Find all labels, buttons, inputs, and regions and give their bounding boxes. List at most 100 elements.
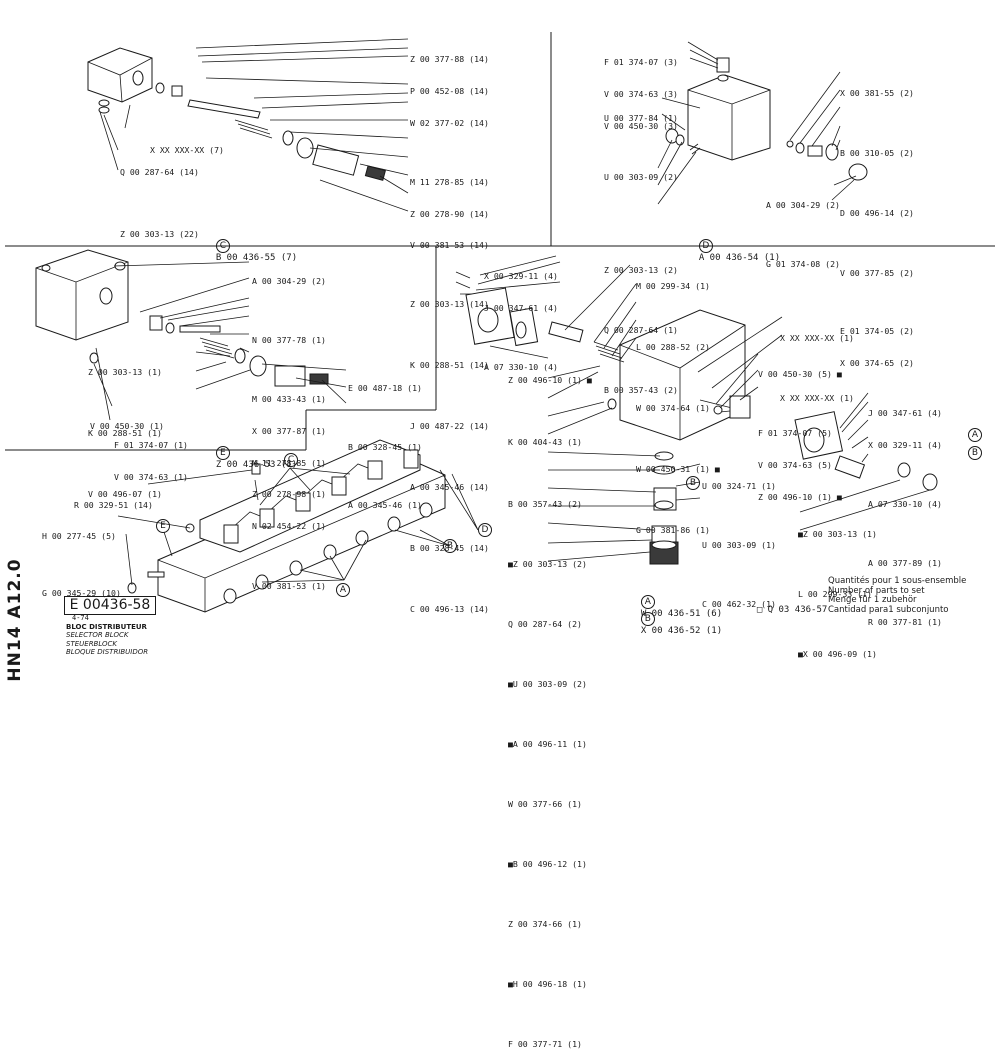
part-label: Q 00 287-64 (14) xyxy=(120,167,199,178)
part-label: V 00 496-07 (1) xyxy=(88,489,162,500)
part-label: B 00 310-05 (2) xyxy=(840,148,914,159)
part-label: A 00 345-46 (14) xyxy=(410,482,489,493)
part-label: L 00 299-33 (1) xyxy=(798,589,872,600)
part-label: V 00 381-53 (14) xyxy=(410,240,489,251)
part-label: N 00 377-78 (1) xyxy=(252,335,326,346)
quantity-note: Quantités pour 1 sous-ensemble Number of… xyxy=(828,576,967,615)
part-label: ■B 00 496-12 (1) xyxy=(508,858,587,869)
part-label: B 00 357-43 (2) xyxy=(604,385,678,396)
panel-ab-parts-right: X XX XXX-XX (1) X XX XXX-XX (1) xyxy=(780,312,854,414)
part-label: V 00 374-63 (3) xyxy=(604,88,678,99)
part-label: B 00 357-43 (2) xyxy=(508,499,582,510)
main-callout-a-wrap: A xyxy=(336,583,350,597)
part-label: K 00 288-51 (14) xyxy=(410,360,489,371)
part-label: A 07 330-10 (4) xyxy=(868,498,942,509)
part-label: X 00 377-87 (1) xyxy=(252,425,326,436)
part-label: A 00 377-89 (1) xyxy=(868,557,942,568)
part-label: Z 00 377-88 (14) xyxy=(410,54,489,65)
main-callout-c: C xyxy=(284,453,298,467)
part-label: A 00 304-29 (2) xyxy=(252,276,326,287)
part-label: Z 00 496-10 (1) ■ xyxy=(508,375,592,386)
part-label: U 00 303-09 (1) xyxy=(702,540,776,551)
panel-ab-parts-lower-2: ■Z 00 303-13 (1) L 00 299-33 (1) ■X 00 4… xyxy=(798,508,877,670)
callout-d: D xyxy=(698,239,713,253)
description-line: STEUERBLOCK xyxy=(66,639,118,648)
part-label: X 00 374-65 (2) xyxy=(840,357,914,368)
panel-c-drawing xyxy=(87,38,409,212)
part-label: C 00 462-32 (1) xyxy=(702,599,776,610)
part-label: X XX XXX-XX (7) xyxy=(150,145,224,156)
part-label: Z 00 374-66 (1) xyxy=(508,918,582,929)
part-label: X 00 329-11 (4) xyxy=(868,439,942,450)
legend-b-letter: B xyxy=(640,612,655,626)
ratio: 4-74 xyxy=(72,614,89,622)
panel-e-parts-left-2: V 00 450-30 (1) xyxy=(90,400,164,472)
main-callout-a: A xyxy=(336,583,350,597)
ab-callout-a-wrap: A xyxy=(968,428,982,442)
legend-q-text: □ Q 03 436-57 xyxy=(756,605,828,615)
doc-number: E 00436-58 xyxy=(69,597,151,613)
part-label: ■Z 00 303-13 (1) xyxy=(798,529,877,540)
panel-d-parts-lower: A 00 304-29 (2) G 01 374-08 (2) xyxy=(766,179,840,280)
panel-ab-drawing xyxy=(455,255,938,565)
part-label: R 00 329-51 (14) xyxy=(74,500,153,511)
panel-e-parts-left: Z 00 303-13 (1) K 00 288-51 (1) V 00 496… xyxy=(88,346,162,538)
panel-d-parts-left: U 00 377-84 (1) U 00 303-09 (2) Z 00 303… xyxy=(604,92,678,406)
main-callout-e-wrap: E xyxy=(156,519,170,533)
panel-e-parts-left-3: F 01 374-07 (1) V 00 374-63 (1) xyxy=(114,419,188,493)
part-label: K 00 404-43 (1) xyxy=(508,437,582,448)
quantity-note-line: Quantités pour 1 sous-ensemble xyxy=(828,576,967,586)
panel-ab-parts-right-2: V 00 450-30 (5) ■ F 01 374-07 (5) V 00 3… xyxy=(758,348,842,513)
part-label: R 00 377-81 (1) xyxy=(868,616,942,627)
part-label: V 00 450-30 (5) ■ xyxy=(758,369,842,380)
part-label: E 00 487-18 (1) xyxy=(348,383,422,394)
part-label: Z 00 496-10 (1) ■ xyxy=(758,491,842,502)
part-label: Z 00 303-13 (2) xyxy=(604,265,678,276)
panel-e-parts-far-right: E 00 487-18 (1) B 00 328-45 (1) A 00 345… xyxy=(348,362,422,521)
part-label: Z 00 278-90 (14) xyxy=(410,208,489,219)
part-label: X XX XXX-XX (1) xyxy=(780,393,854,404)
panel-ab-parts-top-left: X 00 329-11 (4) J 00 347-61 (4) A 07 330… xyxy=(484,250,558,383)
part-label: V 00 450-30 (1) xyxy=(90,421,164,432)
part-label: W 00 450-31 (1) ■ xyxy=(636,464,720,475)
panel-ab-parts-far-right: J 00 347-61 (4) X 00 329-11 (4) A 07 330… xyxy=(868,387,942,638)
callout-c: C xyxy=(215,239,230,253)
legend-q: □ Q 03 436-57 xyxy=(746,595,827,615)
panel-ab-parts-mid: M 00 299-34 (1) L 00 288-52 (2) W 00 374… xyxy=(636,260,720,546)
main-callout-b: B xyxy=(443,539,457,553)
main-callout-e: E xyxy=(156,519,170,533)
part-label: Z 00 303-13 (1) xyxy=(88,367,162,378)
part-label: X 00 329-11 (4) xyxy=(484,271,558,282)
part-label: K 00 288-51 (1) xyxy=(88,428,162,439)
main-callout-c-wrap: C xyxy=(284,453,298,467)
main-callout-b-wrap: B xyxy=(443,539,457,553)
legend-b: B X 00 436-52 (1) xyxy=(630,602,722,636)
part-label: Q 00 287-64 (1) xyxy=(604,325,678,336)
main-callout-d: D xyxy=(478,523,492,537)
part-label: ■H 00 496-18 (1) xyxy=(508,978,587,989)
quantity-note-line: Number of parts to set xyxy=(828,585,925,596)
part-label: V 00 377-85 (2) xyxy=(840,268,914,279)
panel-d-drawing xyxy=(657,41,868,205)
part-label: Z 00 278-98 (1) xyxy=(252,489,326,500)
part-label: Q 00 287-64 (2) xyxy=(508,619,582,630)
part-label: X XX XXX-XX (1) xyxy=(780,333,854,344)
panel-e-parts-right: A 00 304-29 (2) N 00 377-78 (1) M 00 433… xyxy=(252,255,326,602)
ratio-text: 4-74 xyxy=(72,614,89,622)
side-code-text: HN14 A12.0 xyxy=(5,558,25,682)
part-label: G 00 345-29 (10) xyxy=(42,588,121,599)
legend-b-text: X 00 436-52 (1) xyxy=(640,626,723,636)
part-label: V 00 374-63 (5) xyxy=(758,459,832,470)
ab-callout-b-wrap: B xyxy=(968,446,982,460)
description-line: BLOC DISTRIBUTEUR xyxy=(66,623,147,631)
diagram-canvas xyxy=(5,32,995,613)
part-label: B 00 328-45 (1) xyxy=(348,442,422,453)
lower-callout-b-wrap: B xyxy=(686,476,700,490)
panel-d-caption: D A 00 436-54 (1) xyxy=(688,229,780,263)
part-label: J 00 347-61 (4) xyxy=(868,408,942,419)
part-label: F 01 374-07 (1) xyxy=(114,440,188,451)
part-label: N 02 454-22 (1) xyxy=(252,521,326,532)
ab-callout-a: A xyxy=(968,428,982,442)
lower-callout-b: B xyxy=(686,476,700,490)
ab-callout-b: B xyxy=(968,446,982,460)
